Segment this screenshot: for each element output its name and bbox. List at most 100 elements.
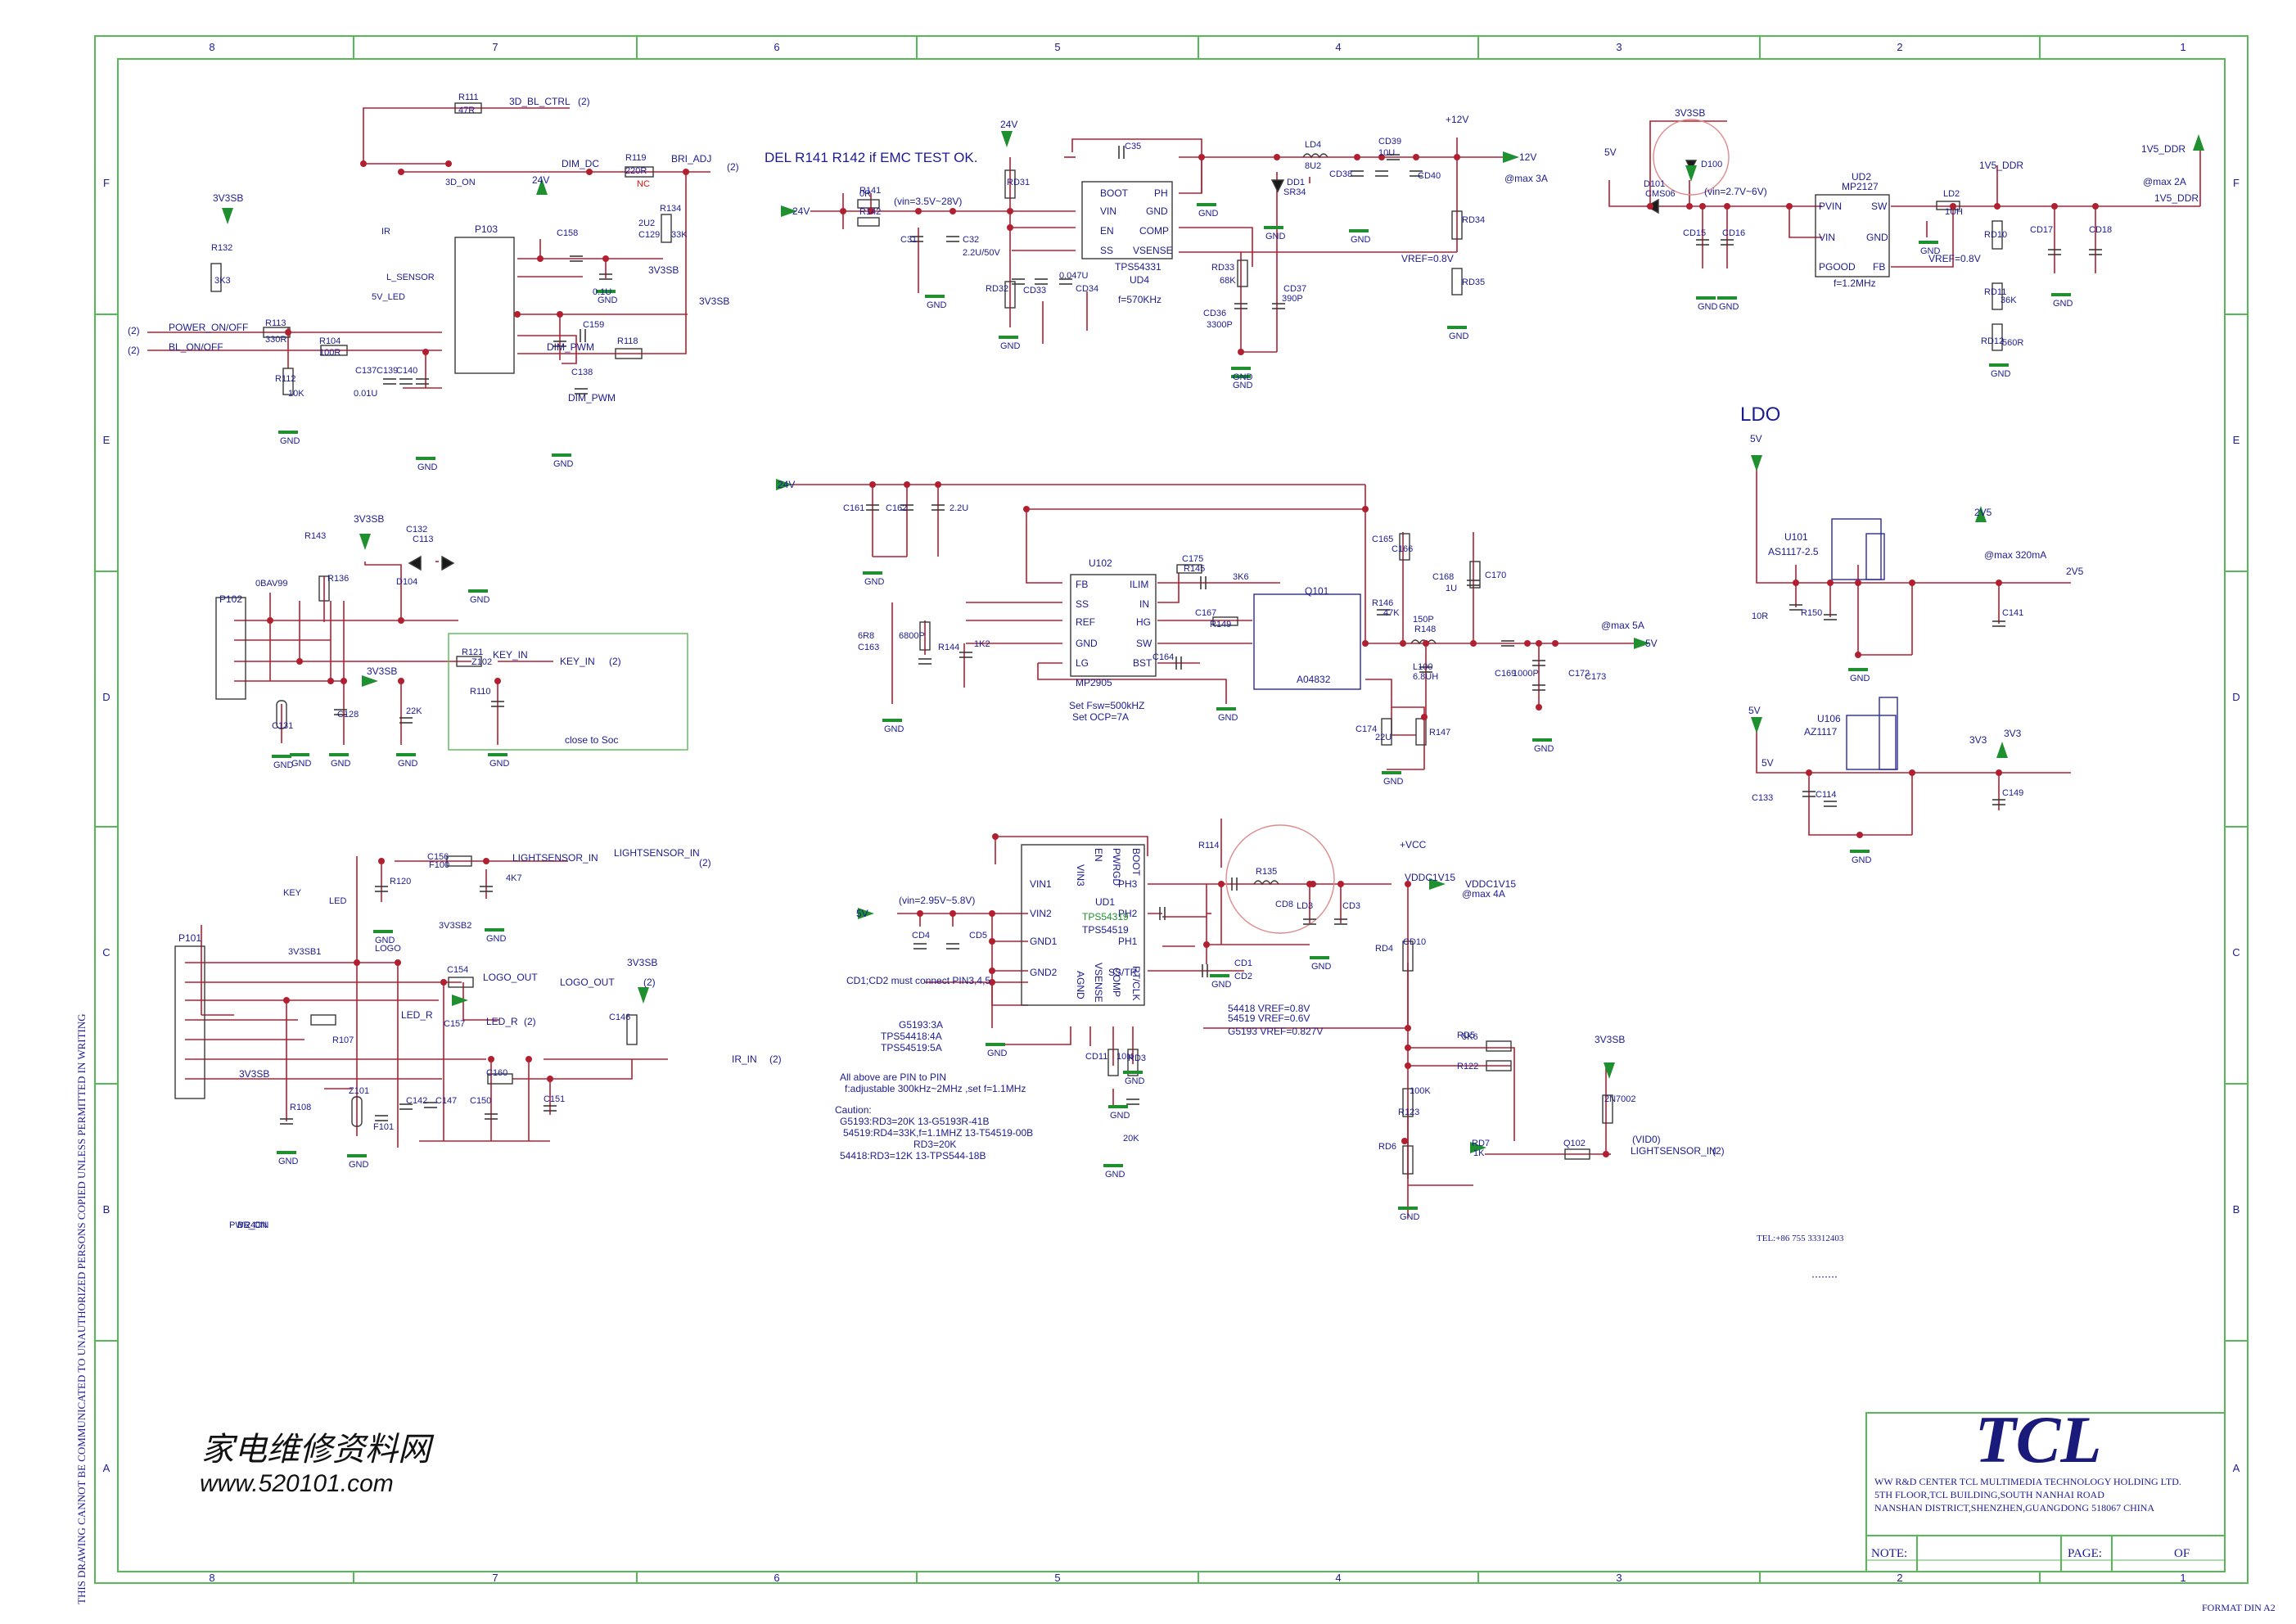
border-col-label: 6 bbox=[774, 41, 779, 53]
designator-label: SR34 bbox=[1283, 187, 1306, 197]
net-3v3sb-top: 3V3SB bbox=[1675, 107, 1705, 119]
junction-dot bbox=[1400, 640, 1406, 647]
junction-dot bbox=[1423, 640, 1429, 647]
designator-label: C170 bbox=[1485, 571, 1506, 580]
net-vddc-a: VDDC1V15 bbox=[1405, 872, 1455, 883]
u106-ref: U106 bbox=[1817, 713, 1841, 724]
note-emc: DEL R141 R142 if EMC TEST OK. bbox=[765, 150, 977, 165]
net-12v: 12V bbox=[1519, 151, 1536, 163]
u106-name: AZ1117 bbox=[1804, 726, 1838, 738]
designator-label: LD3 bbox=[1297, 901, 1313, 911]
designator-label: 6R8 bbox=[858, 631, 874, 641]
net-dim-pwm-a: DIM_PWM bbox=[547, 341, 594, 353]
tps54319-pin-en: EN bbox=[1093, 848, 1104, 862]
net-vid0: (VID0) bbox=[1632, 1134, 1661, 1145]
designator-label: 1UH bbox=[1945, 207, 1963, 217]
designator-label: R150 bbox=[1801, 608, 1822, 618]
u101-ref: U101 bbox=[1784, 531, 1808, 543]
junction-dot bbox=[1827, 580, 1834, 586]
designator-label: CD38 bbox=[1329, 169, 1352, 179]
designator-label: C147 bbox=[435, 1096, 457, 1106]
designator-label: R122 bbox=[1457, 1062, 1478, 1071]
designator-label: CD11 bbox=[1085, 1052, 1107, 1062]
net-5v-ldo2: 5V bbox=[1748, 705, 1761, 716]
net-24v-p103: 24V bbox=[532, 174, 549, 186]
gnd-label: GND bbox=[1852, 855, 1872, 865]
designator-label: C163 bbox=[858, 643, 879, 652]
designator-label: R147 bbox=[1429, 728, 1450, 738]
designator-label: C142 bbox=[406, 1096, 427, 1106]
designator-label: R143 bbox=[304, 531, 326, 541]
designator-label: R146 bbox=[1372, 598, 1393, 608]
designator-label: Q102 bbox=[1563, 1139, 1586, 1148]
junction-dot bbox=[1413, 154, 1419, 160]
designator-label: RD3 bbox=[1128, 1053, 1146, 1063]
designator-label: R144 bbox=[938, 643, 959, 652]
gnd-label: GND bbox=[1400, 1212, 1420, 1222]
junction-dot bbox=[840, 208, 846, 214]
junction-dot bbox=[1405, 1044, 1411, 1051]
border-row-label: B bbox=[2233, 1203, 2240, 1216]
designator-label: 6800P bbox=[899, 631, 925, 641]
designator-label: 47R bbox=[458, 106, 475, 115]
net-page-5: (2) bbox=[609, 656, 621, 667]
border-col-label: 1 bbox=[2180, 1572, 2185, 1584]
designator-label: 24 bbox=[246, 1220, 255, 1230]
designator-label: 1000P bbox=[1513, 669, 1539, 679]
note-close-soc: close to Soc bbox=[565, 734, 618, 746]
junction-dot bbox=[992, 833, 999, 840]
border-row-label: F bbox=[103, 177, 110, 189]
junction-dot bbox=[488, 1056, 494, 1062]
net-led-r-a: LED_R bbox=[401, 1009, 433, 1021]
designator-label: C128 bbox=[337, 710, 359, 720]
net-5v-in: 5V bbox=[1604, 147, 1617, 158]
mp2127-ref: UD2 bbox=[1852, 171, 1871, 183]
junction-dot bbox=[1996, 769, 2002, 776]
designator-label: CD2 bbox=[1234, 972, 1252, 981]
junction-dot bbox=[398, 678, 404, 684]
net-logo-out-b: LOGO_OUT bbox=[560, 977, 615, 988]
net-light-c: LIGHTSENSOR_IN bbox=[1631, 1145, 1716, 1157]
designator-label: R104 bbox=[319, 336, 341, 346]
note-vin-35: (vin=3.5V~28V) bbox=[894, 196, 962, 207]
designator-label: R113 bbox=[265, 318, 286, 328]
note-vin-27: (vin=2.7V~6V) bbox=[1704, 186, 1767, 197]
junction-dot bbox=[514, 311, 521, 318]
designator-label: R110 bbox=[470, 687, 490, 697]
designator-label: 5K6 bbox=[1462, 1032, 1478, 1042]
designator-label: 2.2U/50V bbox=[963, 248, 1001, 258]
junction-dot bbox=[1686, 203, 1693, 210]
junction-dot bbox=[1552, 640, 1558, 647]
designator-label: CD34 bbox=[1076, 284, 1098, 294]
net-dim-pwm-b: DIM_PWM bbox=[568, 392, 616, 404]
net-light-b: LIGHTSENSOR_IN bbox=[614, 847, 700, 859]
designator-label: 0.047U bbox=[1059, 271, 1089, 281]
junction-dot bbox=[1699, 203, 1706, 210]
designator-label: L100 bbox=[1413, 662, 1432, 672]
junction-dot bbox=[395, 959, 401, 966]
net-bl-on: BL_ON/OFF bbox=[169, 341, 223, 353]
junction-dot bbox=[869, 481, 876, 488]
title-block: TCL WW R&D CENTER TCL MULTIMEDIA TECHNOL… bbox=[1757, 1234, 2226, 1572]
gnd-label: GND bbox=[2053, 299, 2073, 309]
junction-dot bbox=[327, 678, 334, 684]
ground-symbols bbox=[270, 203, 2073, 1210]
tps54319-pin-pwrgd: PWRGD bbox=[1111, 848, 1122, 886]
junction-dot bbox=[915, 208, 922, 214]
junction-dot bbox=[341, 678, 347, 684]
designator-label: PWR_ON bbox=[229, 1220, 268, 1230]
designator-label: 0BAV99 bbox=[255, 579, 288, 589]
junction-dot bbox=[935, 481, 941, 488]
designator-label: 2U2 bbox=[638, 219, 655, 228]
tps54331-pin-ph: PH bbox=[1154, 187, 1168, 199]
border-col-label: 7 bbox=[492, 1572, 498, 1584]
designator-label: C169 bbox=[1495, 669, 1516, 679]
junction-dot bbox=[1786, 203, 1793, 210]
note-vref-line-2: G5193 VREF=0.827V bbox=[1228, 1026, 1323, 1037]
designator-label: C167 bbox=[1195, 608, 1216, 618]
net-power-on: POWER_ON/OFF bbox=[169, 322, 248, 333]
junction-dot bbox=[917, 910, 923, 917]
note-f570: f=570KHz bbox=[1118, 294, 1162, 305]
